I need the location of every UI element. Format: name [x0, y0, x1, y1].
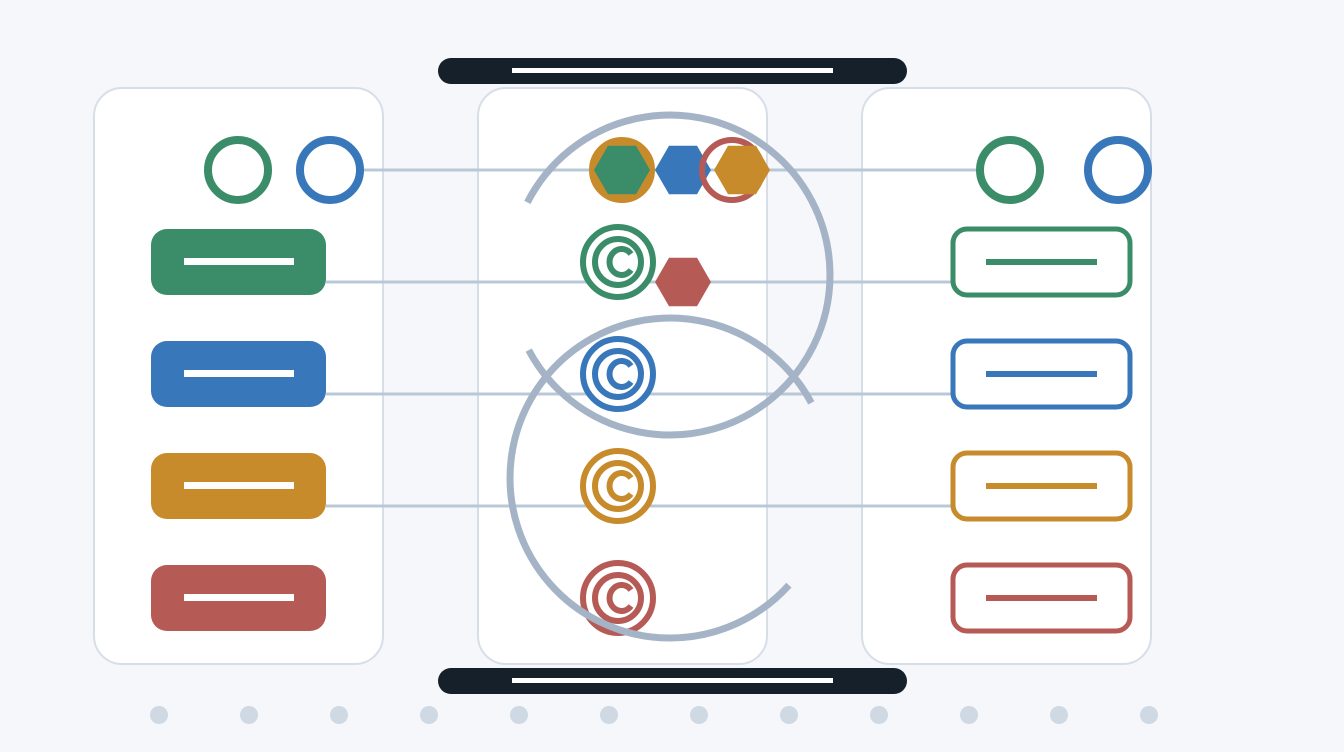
bars [438, 58, 907, 694]
footer-dot [420, 706, 438, 724]
left-pill-bar-orange [184, 482, 294, 489]
copyright-inner-ring-red [592, 572, 644, 624]
left-pill-bar-blue [184, 370, 294, 377]
footer-dot [600, 706, 618, 724]
bar-bottom-line [512, 678, 833, 683]
footer-dot [870, 706, 888, 724]
copyright-icon-blue [606, 358, 634, 390]
left-pill-bar-green [184, 258, 294, 265]
hexagon-red [655, 257, 711, 307]
arc-lower [506, 314, 815, 642]
right-pill-bar-blue [986, 371, 1097, 377]
footer-dot [690, 706, 708, 724]
copyright-inner-ring-orange [592, 460, 644, 512]
footer-dot [240, 706, 258, 724]
copyright-icon-red [606, 582, 634, 614]
copyright-inner-ring-green [592, 236, 644, 288]
footer-dot [960, 706, 978, 724]
left-pill-bar-red [184, 594, 294, 601]
copyright-icon-green [606, 246, 634, 278]
bar-top-line [512, 68, 833, 73]
footer-dot [510, 706, 528, 724]
footer-dot [780, 706, 798, 724]
right-pill-bar-orange [986, 483, 1097, 489]
footer-dot [330, 706, 348, 724]
hexagon-blue [655, 145, 711, 195]
hexagon-green [594, 145, 650, 195]
right-pill-bar-red [986, 595, 1097, 601]
header-circle-blue [296, 136, 364, 204]
hexagon-orange [714, 145, 770, 195]
arc-upper [524, 111, 834, 439]
copyright-icon-orange [606, 470, 634, 502]
copyright-inner-ring-blue [592, 348, 644, 400]
footer-dot [150, 706, 168, 724]
arcs [506, 111, 834, 642]
header-circle-green [976, 136, 1044, 204]
footer-dot [1140, 706, 1158, 724]
header-circle-blue [1084, 136, 1152, 204]
footer-dot [1050, 706, 1068, 724]
nodes [151, 136, 1152, 636]
footer-dots [150, 706, 1158, 724]
header-circle-green [204, 136, 272, 204]
right-pill-bar-green [986, 259, 1097, 265]
